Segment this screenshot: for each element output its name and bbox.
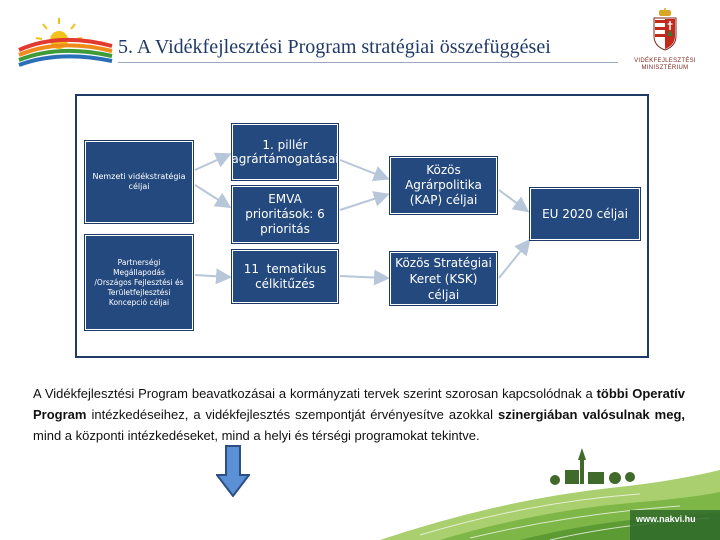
node-national-rural-strategy: Nemzeti vidékstratégia céljai: [85, 141, 193, 223]
node-label-line: Közös Stratégiai: [395, 255, 492, 271]
node-label: Nemzeti vidékstratégia céljai: [90, 172, 188, 192]
node-emva-priorities: EMVA prioritások: 6 prioritás: [232, 186, 338, 243]
down-arrow-icon: [216, 445, 250, 497]
node-label-line: 11 tematikus: [244, 262, 327, 277]
node-label-line: prioritások: 6: [245, 207, 325, 222]
node-label-line: Területfejlesztési: [94, 288, 183, 298]
node-label-line: Koncepció céljai: [94, 298, 183, 308]
paragraph-text: intézkedéseihez, a vidékfejlesztés szemp…: [86, 407, 498, 422]
node-label-line: prioritás: [245, 222, 325, 237]
node-11-thematic-objectives: 11 tematikus célkitűzés: [232, 250, 338, 303]
node-eu2020-objectives: EU 2020 céljai: [530, 188, 640, 240]
node-label-line: /Országos Fejlesztési és: [94, 278, 183, 288]
node-label-line: (KAP) céljai: [405, 193, 482, 208]
node-csf-objectives: Közös Stratégiai Keret (KSK) céljai: [390, 252, 497, 305]
node-pillar-1-support: 1. pillér agrártámogatásai: [232, 124, 338, 180]
coat-of-arms-icon: [650, 8, 680, 52]
node-label-line: Keret (KSK) céljai: [395, 271, 492, 303]
node-label-line: Közös: [405, 163, 482, 178]
node-label-line: agrártámogatásai: [231, 152, 338, 166]
ministry-logo: VIDÉKFEJLESZTÉSI MINISZTÉRIUM: [632, 8, 698, 78]
rural-development-logo: [14, 10, 114, 70]
paragraph-text: A Vidékfejlesztési Program beavatkozásai…: [33, 386, 597, 401]
paragraph-bold-text: szinergiában valósulnak meg,: [498, 407, 685, 422]
ministry-name-line1: VIDÉKFEJLESZTÉSI: [632, 58, 698, 65]
page-title: 5. A Vidékfejlesztési Program stratégiai…: [118, 36, 551, 59]
node-label-line: Agrárpolitika: [405, 178, 482, 193]
node-label-line: 1. pillér: [231, 138, 338, 152]
node-label-line: célkitűzés: [244, 277, 327, 292]
node-label-line: Partnerségi: [94, 258, 183, 268]
ministry-name-line2: MINISZTÉRIUM: [632, 65, 698, 72]
node-label-line: Megállapodás: [94, 268, 183, 278]
node-label-line: EMVA: [245, 192, 325, 207]
node-partnership-agreement: Partnerségi Megállapodás /Országos Fejle…: [85, 235, 193, 330]
title-underline: [118, 62, 618, 63]
node-cap-objectives: Közös Agrárpolitika (KAP) céljai: [390, 157, 497, 214]
node-label: EU 2020 céljai: [542, 207, 628, 222]
website-url: www.nakvi.hu: [636, 514, 696, 524]
